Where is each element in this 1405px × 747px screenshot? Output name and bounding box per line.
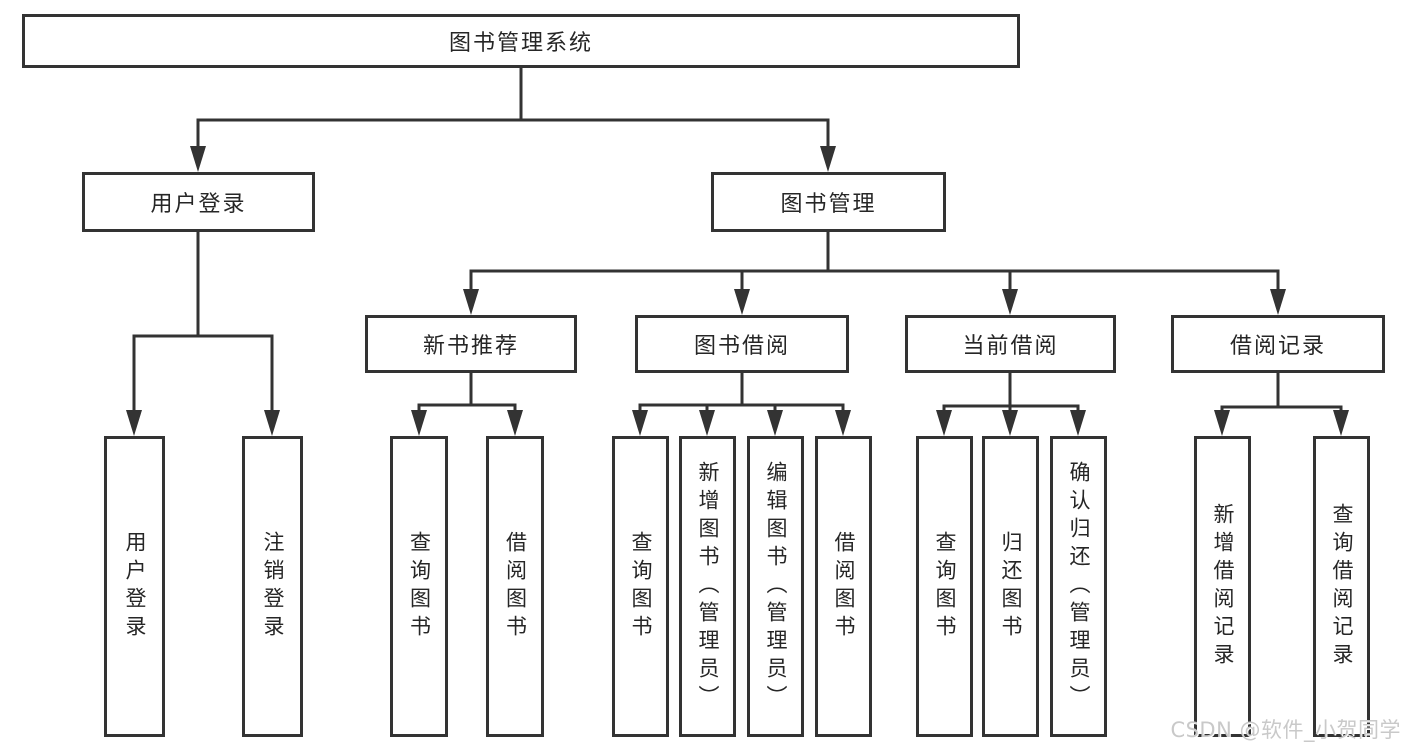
leaf-borrow-borrow-books: 借阅图书 bbox=[815, 436, 872, 737]
node-current-borrow-label: 当前借阅 bbox=[962, 334, 1059, 359]
leaf-user-login: 用户登录 bbox=[104, 436, 165, 737]
leaf-return-books: 归还图书 bbox=[982, 436, 1039, 737]
leaf-current-query-books-label: 查询图书 bbox=[933, 530, 957, 643]
leaf-query-borrow-record: 查询借阅记录 bbox=[1313, 436, 1370, 737]
leaf-user-login-label: 用户登录 bbox=[123, 530, 147, 643]
leaf-newrec-query-books: 查询图书 bbox=[390, 436, 448, 737]
leaf-confirm-return-admin: 确认归还（管理员） bbox=[1050, 436, 1107, 737]
node-book-borrow-label: 图书借阅 bbox=[693, 334, 790, 359]
node-user-login: 用户登录 bbox=[82, 172, 315, 232]
node-book-mgmt: 图书管理 bbox=[711, 172, 946, 232]
leaf-confirm-return-admin-label: 确认归还（管理员） bbox=[1067, 460, 1091, 713]
leaf-edit-books-admin: 编辑图书（管理员） bbox=[747, 436, 804, 737]
leaf-return-books-label: 归还图书 bbox=[999, 530, 1023, 643]
node-borrow-records-label: 借阅记录 bbox=[1229, 334, 1326, 359]
node-new-book-rec-label: 新书推荐 bbox=[422, 334, 519, 359]
leaf-add-books-admin-label: 新增图书（管理员） bbox=[696, 460, 720, 713]
node-root-label: 图书管理系统 bbox=[448, 31, 593, 56]
leaf-borrow-borrow-books-label: 借阅图书 bbox=[832, 530, 856, 643]
leaf-logout-label: 注销登录 bbox=[261, 530, 285, 643]
node-current-borrow: 当前借阅 bbox=[905, 315, 1116, 373]
leaf-current-query-books: 查询图书 bbox=[916, 436, 973, 737]
leaf-logout: 注销登录 bbox=[242, 436, 303, 737]
node-user-login-label: 用户登录 bbox=[150, 192, 247, 217]
leaf-edit-books-admin-label: 编辑图书（管理员） bbox=[764, 460, 788, 713]
leaf-add-borrow-record: 新增借阅记录 bbox=[1194, 436, 1251, 737]
leaf-add-books-admin: 新增图书（管理员） bbox=[679, 436, 736, 737]
node-borrow-records: 借阅记录 bbox=[1171, 315, 1385, 373]
leaf-newrec-borrow-books: 借阅图书 bbox=[486, 436, 544, 737]
node-book-borrow: 图书借阅 bbox=[635, 315, 849, 373]
leaf-newrec-query-books-label: 查询图书 bbox=[407, 530, 432, 643]
leaf-query-borrow-record-label: 查询借阅记录 bbox=[1330, 502, 1354, 671]
node-new-book-rec: 新书推荐 bbox=[365, 315, 577, 373]
leaf-borrow-query-books: 查询图书 bbox=[612, 436, 669, 737]
leaf-add-borrow-record-label: 新增借阅记录 bbox=[1211, 502, 1235, 671]
leaf-borrow-query-books-label: 查询图书 bbox=[629, 530, 653, 643]
node-book-mgmt-label: 图书管理 bbox=[780, 192, 877, 217]
leaf-newrec-borrow-books-label: 借阅图书 bbox=[503, 530, 528, 643]
node-root: 图书管理系统 bbox=[22, 14, 1020, 68]
